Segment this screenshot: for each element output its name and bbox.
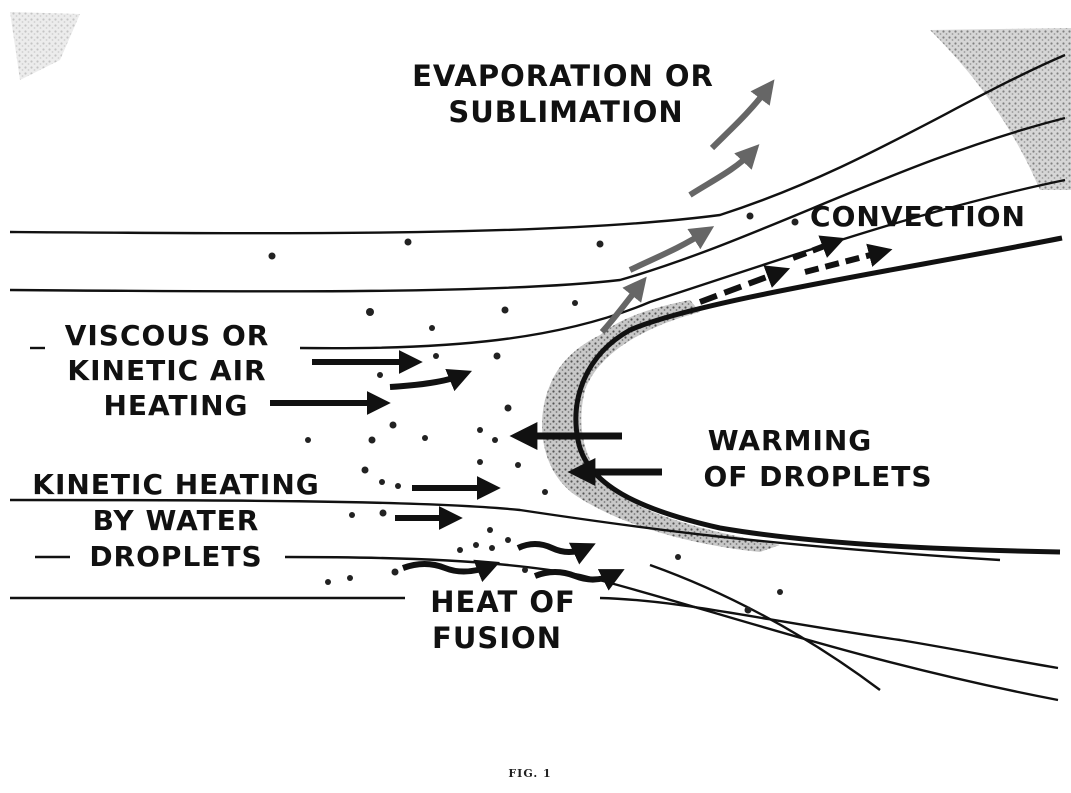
label-fusion-line1: HEAT OF — [430, 585, 576, 619]
convection-arrow-3 — [804, 243, 893, 275]
label-evaporation-line1: EVAPORATION OR — [412, 59, 714, 93]
label-kinetic-line3: DROPLETS — [89, 540, 262, 573]
convection-arrows — [698, 235, 893, 305]
label-viscous-line2: KINETIC AIR — [67, 354, 266, 387]
warming-arrows — [509, 422, 662, 486]
label-fusion-line2: FUSION — [432, 621, 562, 655]
water-droplets — [268, 212, 799, 614]
diagram-labels: EVAPORATION OR SUBLIMATION CONVECTION VI… — [32, 59, 1026, 655]
airfoil-outline — [573, 235, 1063, 555]
label-warming-line2: OF DROPLETS — [703, 460, 932, 493]
label-viscous-line1: VISCOUS OR — [65, 319, 270, 352]
air-heating-arrow-2 — [389, 368, 472, 392]
fusion-arrow-3 — [533, 569, 625, 591]
label-warming-line1: WARMING — [708, 424, 873, 457]
ice-accretion — [542, 300, 780, 552]
evaporation-arrow-4 — [599, 276, 647, 335]
fusion-arrow-2 — [401, 559, 501, 583]
label-kinetic-line1: KINETIC HEATING — [32, 468, 319, 501]
evaporation-arrows — [599, 79, 775, 335]
convection-arrow-1 — [698, 265, 791, 305]
label-convection: CONVECTION — [810, 200, 1026, 233]
fusion-arrow-1 — [516, 541, 596, 565]
label-viscous-line3: HEATING — [104, 389, 249, 422]
evaporation-arrow-2 — [688, 144, 760, 198]
label-evaporation-line2: SUBLIMATION — [448, 95, 683, 129]
figure-caption: FIG. 1 — [508, 767, 551, 780]
droplet-heating-arrows — [395, 476, 501, 530]
air-heating-arrows — [270, 350, 472, 415]
evaporation-arrow-1 — [709, 79, 775, 151]
heat-of-fusion-arrows — [401, 541, 625, 591]
streamlines — [9, 53, 1066, 702]
evaporation-arrow-3 — [628, 226, 715, 273]
convection-arrow-2 — [791, 235, 846, 261]
label-kinetic-line2: BY WATER — [93, 504, 260, 537]
